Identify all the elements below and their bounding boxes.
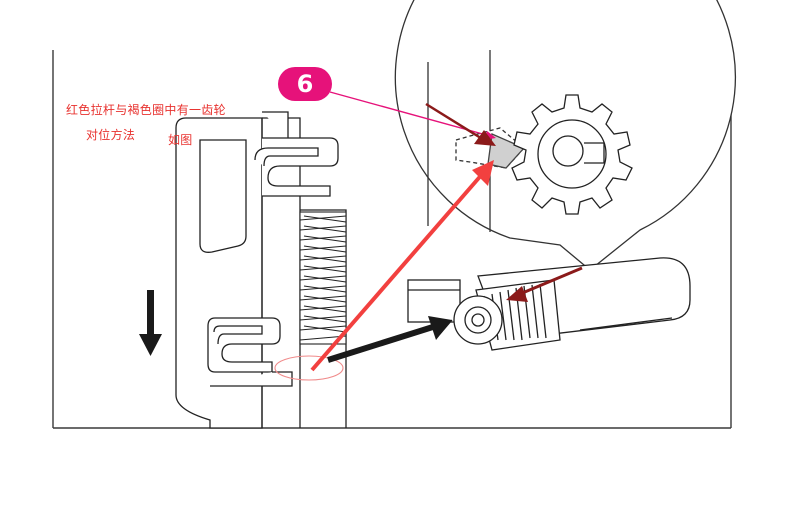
down-arrow (139, 290, 162, 356)
annotation-line-1: 红色拉杆与褐色圈中有一齿轮 (66, 103, 226, 117)
annotation-line-3: 如图 (168, 133, 193, 147)
upper-clip (254, 111, 339, 197)
lower-clip (207, 317, 293, 387)
gear-wheel (511, 94, 633, 215)
badge-leader-line (329, 91, 491, 137)
red-arrow (310, 160, 494, 372)
step-number-badge: 6 (278, 67, 332, 101)
dark-red-arrow-roller (506, 266, 583, 302)
highlight-ellipse (274, 355, 344, 381)
gear-rack (299, 211, 347, 345)
black-arrow (327, 316, 452, 363)
annotation-line-2: 对位方法 (86, 128, 136, 142)
dark-red-arrow-gear (425, 102, 496, 146)
roller-assembly (407, 257, 691, 351)
